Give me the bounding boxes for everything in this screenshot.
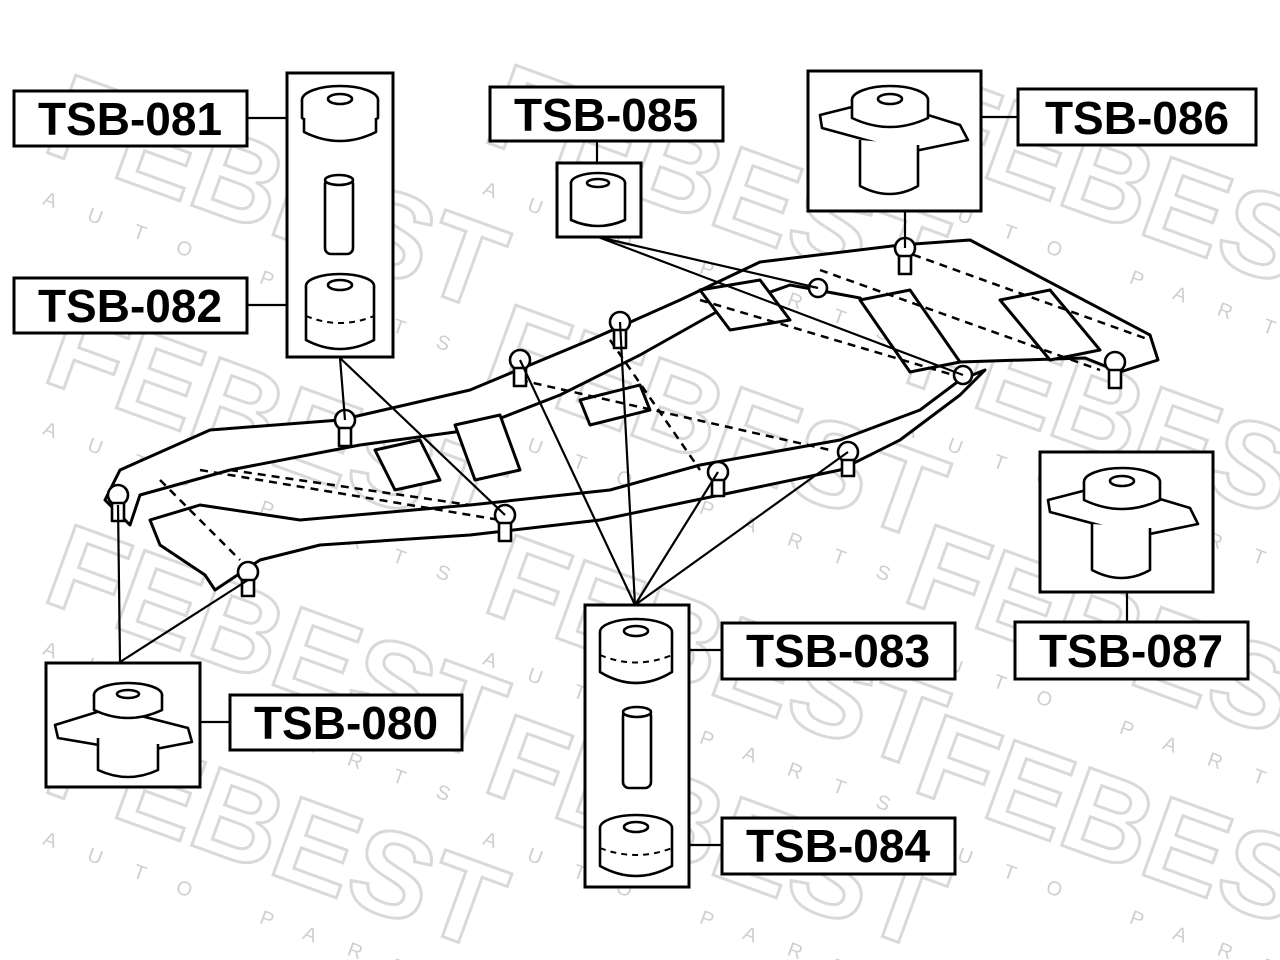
parts-box-087	[1038, 450, 1215, 594]
leader-lines	[116, 115, 1129, 847]
parts-box-086	[806, 69, 983, 213]
label-tsb-082[interactable]: TSB-082	[12, 276, 249, 335]
label-tsb-085-text: TSB-085	[514, 89, 698, 141]
label-tsb-082-text: TSB-082	[38, 280, 222, 332]
mount-point	[1103, 350, 1127, 390]
label-tsb-083[interactable]: TSB-083	[720, 621, 957, 681]
parts-box-080	[44, 661, 202, 789]
bushing-tsb-082-illustration	[304, 272, 376, 351]
mount-tsb-086-illustration	[818, 84, 970, 196]
parts-box-081-082	[285, 71, 395, 359]
parts-box-083-084	[583, 603, 691, 889]
label-tsb-083-text: TSB-083	[746, 625, 930, 677]
label-tsb-086-text: TSB-086	[1045, 92, 1229, 144]
label-tsb-085[interactable]: TSB-085	[488, 85, 725, 143]
label-tsb-087-text: TSB-087	[1039, 625, 1223, 677]
bushing-tsb-084-illustration	[598, 813, 674, 878]
parts-box-085	[555, 161, 643, 239]
mount-point	[236, 560, 260, 598]
mount-point	[706, 460, 730, 498]
label-tsb-081[interactable]: TSB-081	[12, 89, 249, 148]
sleeve-083-illustration	[621, 705, 653, 790]
label-tsb-080-text: TSB-080	[254, 697, 438, 749]
label-tsb-084[interactable]: TSB-084	[720, 816, 957, 876]
bushing-tsb-081-illustration	[300, 84, 380, 143]
mount-tsb-087-illustration	[1046, 466, 1200, 580]
label-tsb-084-text: TSB-084	[746, 820, 930, 872]
mount-point	[836, 440, 860, 478]
mount-point	[508, 348, 532, 388]
label-tsb-087[interactable]: TSB-087	[1013, 620, 1250, 681]
label-tsb-081-text: TSB-081	[38, 93, 222, 145]
label-tsb-086[interactable]: TSB-086	[1016, 87, 1258, 147]
mount-tsb-080-illustration	[53, 681, 194, 779]
sleeve-081-illustration	[323, 173, 355, 256]
mount-point	[493, 503, 517, 543]
label-tsb-080[interactable]: TSB-080	[228, 693, 464, 752]
bushing-tsb-085-illustration	[569, 171, 627, 228]
bushing-tsb-083-illustration	[598, 617, 674, 685]
